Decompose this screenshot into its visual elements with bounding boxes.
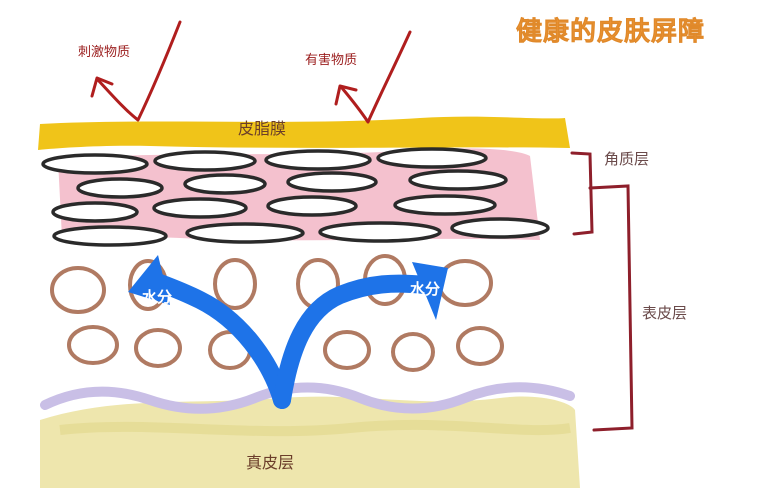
sebum-film-label: 皮脂膜 [238, 119, 286, 138]
corneocyte [183, 173, 267, 195]
corneocyte [153, 150, 257, 172]
epidermis-cell [456, 326, 504, 366]
corneocyte [76, 177, 164, 199]
stratum-corneum-label: 角质层 [604, 150, 649, 168]
epidermis-cell [437, 259, 493, 307]
corneum-bracket [570, 151, 594, 236]
corneocyte [408, 169, 508, 191]
epidermis-cell [134, 328, 182, 368]
water-label-left: 水分 [142, 288, 172, 306]
diagram-title: 健康的皮肤屏障 [516, 16, 705, 47]
corneocyte [51, 201, 139, 223]
dermis-layer [40, 396, 580, 488]
corneocytes [41, 147, 550, 247]
basement-membrane [40, 382, 575, 414]
epidermis-bracket [588, 184, 634, 432]
harmful-substances-label: 有害物质 [305, 52, 357, 68]
irritant-arrow-head [90, 76, 114, 98]
dermis-texture [59, 419, 571, 437]
epidermis-cell [391, 332, 435, 372]
irritant-arrow [96, 20, 182, 122]
irritants-label: 刺激物质 [78, 45, 130, 60]
corneocyte [264, 149, 372, 171]
dermis-label: 真皮层 [246, 453, 294, 472]
sebum-film [38, 116, 570, 150]
epidermis-label: 表皮层 [642, 304, 687, 322]
epidermis-cell [323, 330, 371, 370]
water-arrows: 水分 水分 [128, 255, 448, 409]
water-arrow-left-head [128, 255, 170, 305]
harmful-arrow [340, 30, 412, 124]
corneocyte [318, 221, 442, 243]
corneocyte [376, 147, 488, 169]
epidermis-cell [50, 266, 106, 314]
water-arrow-right [273, 274, 434, 409]
corneocyte [152, 197, 248, 219]
epidermis-cell [67, 325, 119, 365]
corneocyte [393, 194, 497, 216]
harmful-arrow-head [334, 84, 358, 106]
water-label-right: 水分 [410, 280, 440, 298]
brackets [570, 151, 634, 432]
corneocyte [450, 217, 550, 239]
epidermis-cell [213, 258, 257, 310]
threat-arrows [90, 20, 412, 124]
corneocyte [266, 195, 358, 217]
corneocyte [185, 222, 305, 244]
water-arrow-right-head [412, 262, 448, 320]
water-arrow-left [143, 271, 291, 409]
corneocyte [286, 171, 378, 193]
corneocyte [52, 225, 168, 247]
corneocyte [41, 153, 149, 175]
